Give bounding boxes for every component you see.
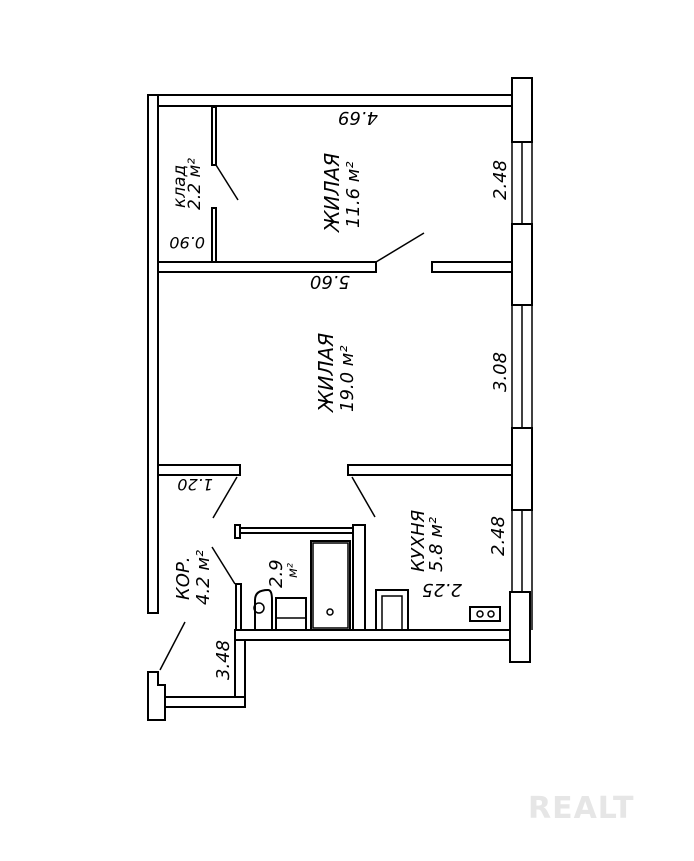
dimension: 2.25 [422, 579, 462, 600]
bathtub [310, 540, 351, 631]
entrance-block [147, 671, 166, 721]
dimension: 2.48 [488, 516, 509, 556]
dimension: 5.60 [310, 271, 350, 292]
room-name: клад [170, 165, 190, 208]
door-swings [159, 164, 425, 671]
entrance-bottom-wall [164, 696, 246, 708]
top-wall [147, 94, 515, 107]
room-area: 2.2 м² [185, 158, 205, 210]
pier-2 [511, 223, 533, 306]
dimension: 0.90 [169, 233, 205, 252]
left-wall [147, 94, 159, 614]
room-name: ЖИЛАЯ [314, 333, 338, 414]
stove [469, 606, 501, 622]
dimension: 4.69 [338, 107, 378, 128]
labels: клад 2.2 м² ЖИЛАЯ 11.6 м² ЖИЛАЯ 19.0 м² … [169, 107, 511, 680]
room-area: 11.6 м² [343, 161, 364, 228]
pier-1 [511, 77, 533, 143]
dimension: 2.48 [490, 160, 511, 200]
wall-rooms-left [157, 261, 377, 273]
room-name: КУХНЯ [408, 509, 429, 572]
room-area: 5.8 м² [426, 517, 447, 572]
sink [275, 597, 307, 631]
room-area: 4.2 м² [193, 550, 214, 605]
wall-kitchen [347, 464, 513, 476]
room-name: 2.9 [266, 559, 287, 588]
storage-wall-top [211, 106, 217, 166]
wall-corridor [157, 464, 241, 476]
windows [509, 77, 533, 663]
bottom-wall [234, 629, 514, 641]
wall-rooms-right [431, 261, 513, 273]
walls [147, 94, 515, 721]
dimension: 3.48 [213, 640, 234, 680]
watermark-logo: REALT [528, 791, 634, 826]
room-area: м² [286, 563, 301, 578]
dimension: 3.08 [490, 352, 511, 392]
storage-wall-bottom [211, 207, 217, 263]
bath-left-wall [235, 583, 242, 631]
pier-4 [509, 591, 531, 663]
room-name: КОР. [173, 556, 194, 600]
bath-right-wall [352, 524, 366, 631]
bath-top-wall [239, 527, 356, 534]
room-name: ЖИЛАЯ [320, 153, 344, 234]
dimension: 1.20 [177, 475, 213, 494]
fixtures [253, 540, 501, 631]
room-area: 19.0 м² [337, 345, 358, 412]
pier-3 [511, 427, 533, 511]
